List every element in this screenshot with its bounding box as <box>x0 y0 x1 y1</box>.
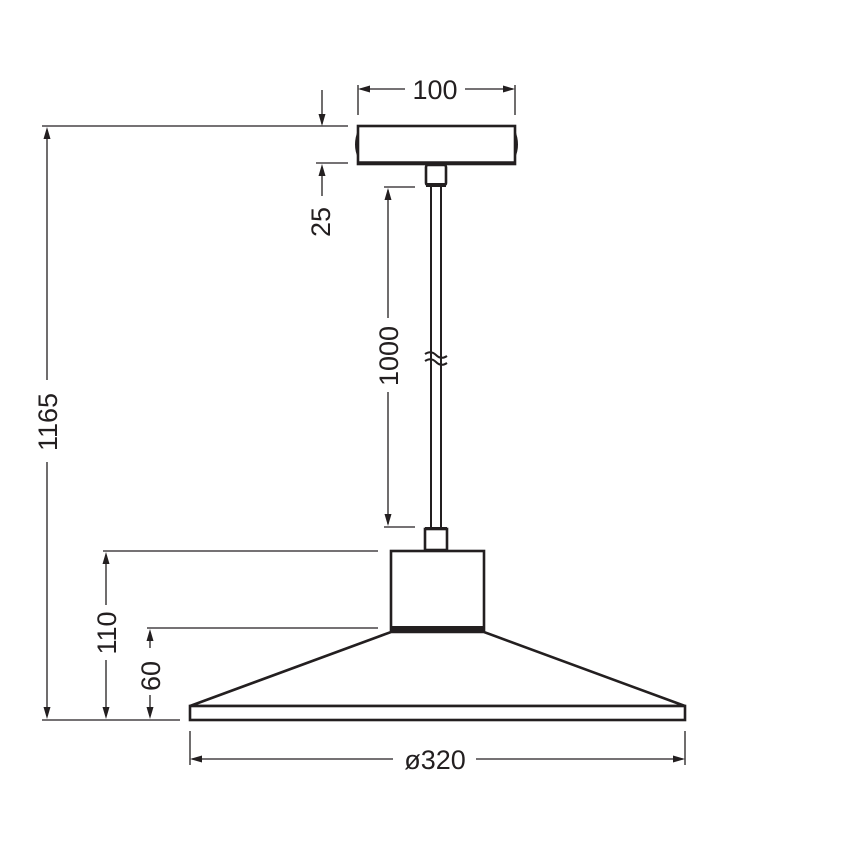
ceiling-canopy <box>355 124 518 166</box>
dimension-shade-diameter: ø320 <box>189 731 686 775</box>
label-canopy-height: 25 <box>306 207 336 237</box>
label-shade-height: 60 <box>136 661 166 691</box>
label-canopy-width: 100 <box>412 75 457 105</box>
label-cable-length: 1000 <box>374 326 404 386</box>
dimension-canopy-height: 25 <box>306 90 348 237</box>
dimension-head-height: 110 <box>92 550 378 719</box>
suspension-cable <box>424 187 448 529</box>
cable-break-symbol <box>424 351 448 359</box>
cable-grip-top <box>424 163 448 187</box>
label-total-height: 1165 <box>33 393 63 451</box>
label-shade-diameter: ø320 <box>404 745 466 775</box>
dimension-cable-length: 1000 <box>374 186 415 528</box>
lamp-holder-cylinder <box>389 549 486 632</box>
dimension-total-height: 1165 <box>33 125 348 721</box>
dimension-canopy-width: 100 <box>357 75 516 115</box>
cable-grip-bottom <box>423 527 449 552</box>
dimension-shade-height: 60 <box>136 627 378 719</box>
conical-shade <box>189 630 686 708</box>
label-head-height: 110 <box>92 611 122 654</box>
diffuser-disc <box>188 704 687 722</box>
